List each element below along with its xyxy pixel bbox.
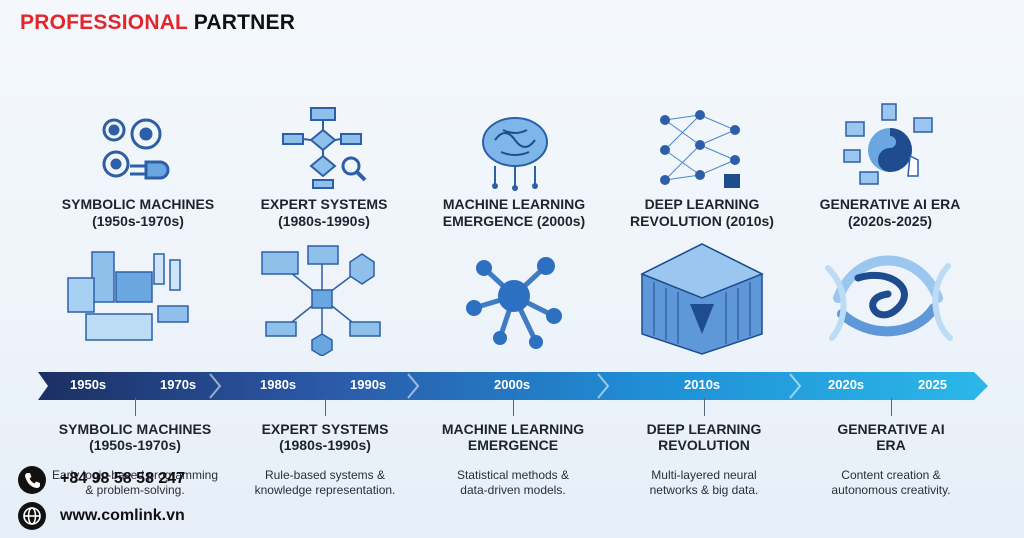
detail-desc-machine-learning: Statistical methods &data-driven models. bbox=[456, 468, 570, 497]
timeline-label-1990s: 1990s bbox=[350, 377, 387, 392]
layered-cube-illustration bbox=[640, 243, 764, 355]
timeline-label-1980s: 1980s bbox=[260, 377, 297, 392]
generative-swirl-icon bbox=[843, 103, 933, 185]
timeline-label-1970s: 1970s bbox=[160, 377, 197, 392]
timeline-label-2000s: 2000s bbox=[494, 377, 531, 392]
timeline-bar bbox=[38, 372, 988, 400]
detail-title-expert: EXPERT SYSTEMS(1980s-1990s) bbox=[261, 421, 389, 453]
timeline-label-1950s: 1950s bbox=[70, 377, 107, 392]
rule-network-illustration bbox=[261, 245, 381, 356]
phone-icon bbox=[18, 466, 46, 494]
timeline-tick bbox=[704, 398, 705, 416]
brain-circuit-icon bbox=[482, 117, 548, 191]
brand-word-professional: PROFESSIONAL bbox=[20, 11, 188, 34]
era-title-generative: GENERATIVE AI ERA(2020s-2025) bbox=[819, 196, 961, 229]
flowchart-search-icon bbox=[282, 107, 367, 189]
abstract-swirl-illustration bbox=[825, 255, 953, 341]
brand-word-partner: PARTNER bbox=[193, 11, 296, 34]
timeline-label-2025: 2025 bbox=[918, 377, 947, 392]
era-title-expert: EXPERT SYSTEMS(1980s-1990s) bbox=[260, 196, 388, 229]
neural-network-chip-icon bbox=[660, 110, 740, 188]
era-title-symbolic: SYMBOLIC MACHINES(1950s-1970s) bbox=[61, 196, 215, 229]
timeline-tick bbox=[513, 398, 514, 416]
contact-phone[interactable]: +84 98 58 58 247 bbox=[60, 470, 186, 487]
timeline-label-2020s: 2020s bbox=[828, 377, 865, 392]
detail-desc-generative: Content creation &autonomous creativity. bbox=[831, 468, 951, 497]
gears-icon bbox=[102, 118, 170, 180]
detail-title-symbolic: SYMBOLIC MACHINES(1950s-1970s) bbox=[58, 421, 212, 453]
molecule-network-illustration bbox=[466, 257, 562, 349]
timeline-label-2010s: 2010s bbox=[684, 377, 721, 392]
contact-website[interactable]: www.comlink.vn bbox=[60, 507, 185, 524]
globe-icon bbox=[18, 502, 46, 530]
brand-title: PROFESSIONAL PARTNER bbox=[20, 11, 295, 35]
timeline-tick bbox=[325, 398, 326, 416]
timeline-tick bbox=[891, 398, 892, 416]
circuit-blocks-illustration bbox=[67, 251, 189, 341]
timeline-tick bbox=[135, 398, 136, 416]
detail-desc-expert: Rule-based systems &knowledge representa… bbox=[254, 468, 396, 497]
detail-desc-symbolic: Early logic-based programming& problem-s… bbox=[51, 468, 219, 497]
